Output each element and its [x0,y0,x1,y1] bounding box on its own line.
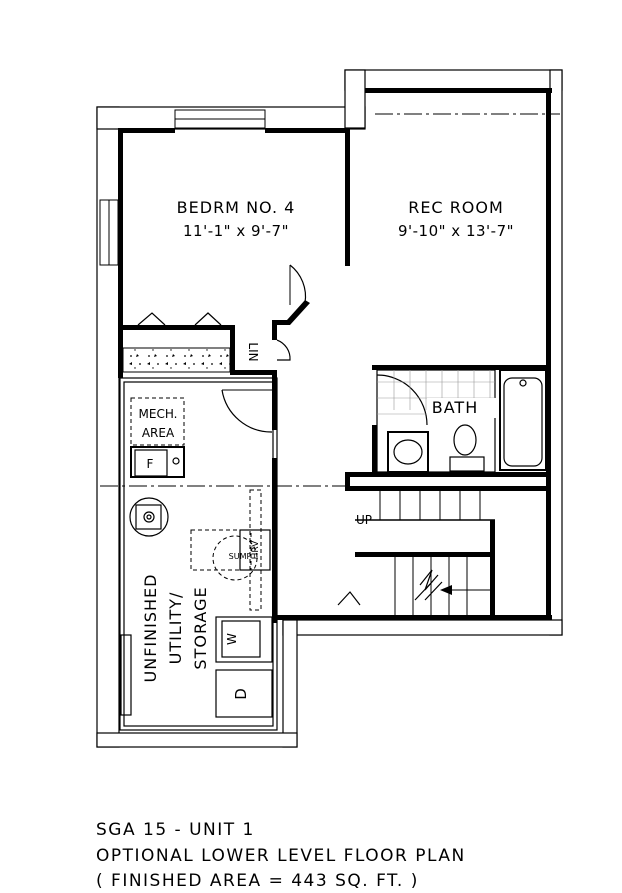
tub-drain-icon [519,379,527,387]
water-heater-icon [129,497,169,537]
caption-subtitle: OPTIONAL LOWER LEVEL FLOOR PLAN [96,846,466,866]
linen-label: LIN [246,342,260,361]
utility-label-1: UNFINISHED [141,574,160,683]
closet-shelf [122,347,231,373]
utility-label-3: STORAGE [191,586,210,669]
washer-label: W [225,633,239,645]
bath-fixtures [376,369,547,473]
bath-name: BATH [432,398,478,417]
stairs [355,491,495,615]
sump-label: SUMP [229,552,252,561]
caption-title: SGA 15 - UNIT 1 [96,820,255,840]
utility-fixtures [120,397,273,718]
caption-area: ( FINISHED AREA = 443 SQ. FT. ) [96,871,419,891]
bedroom-name: BEDRM NO. 4 [177,198,296,217]
bedroom-size: 11'-1" x 9'-7" [183,222,289,240]
hrv-label: HRV [251,540,261,560]
dryer-label: D [232,688,250,700]
stairs-up-label: UP [356,513,372,527]
furnace-label: F [147,457,154,471]
rec-room-size: 9'-10" x 13'-7" [398,222,514,240]
toilet-icon [453,424,477,456]
rec-room-name: REC ROOM [408,198,504,217]
interior-walls [118,88,552,623]
mech-label-2: AREA [142,426,175,440]
mech-label-1: MECH. [139,407,178,421]
sink-icon [393,439,423,465]
utility-label-2: UTILITY/ [166,592,185,665]
